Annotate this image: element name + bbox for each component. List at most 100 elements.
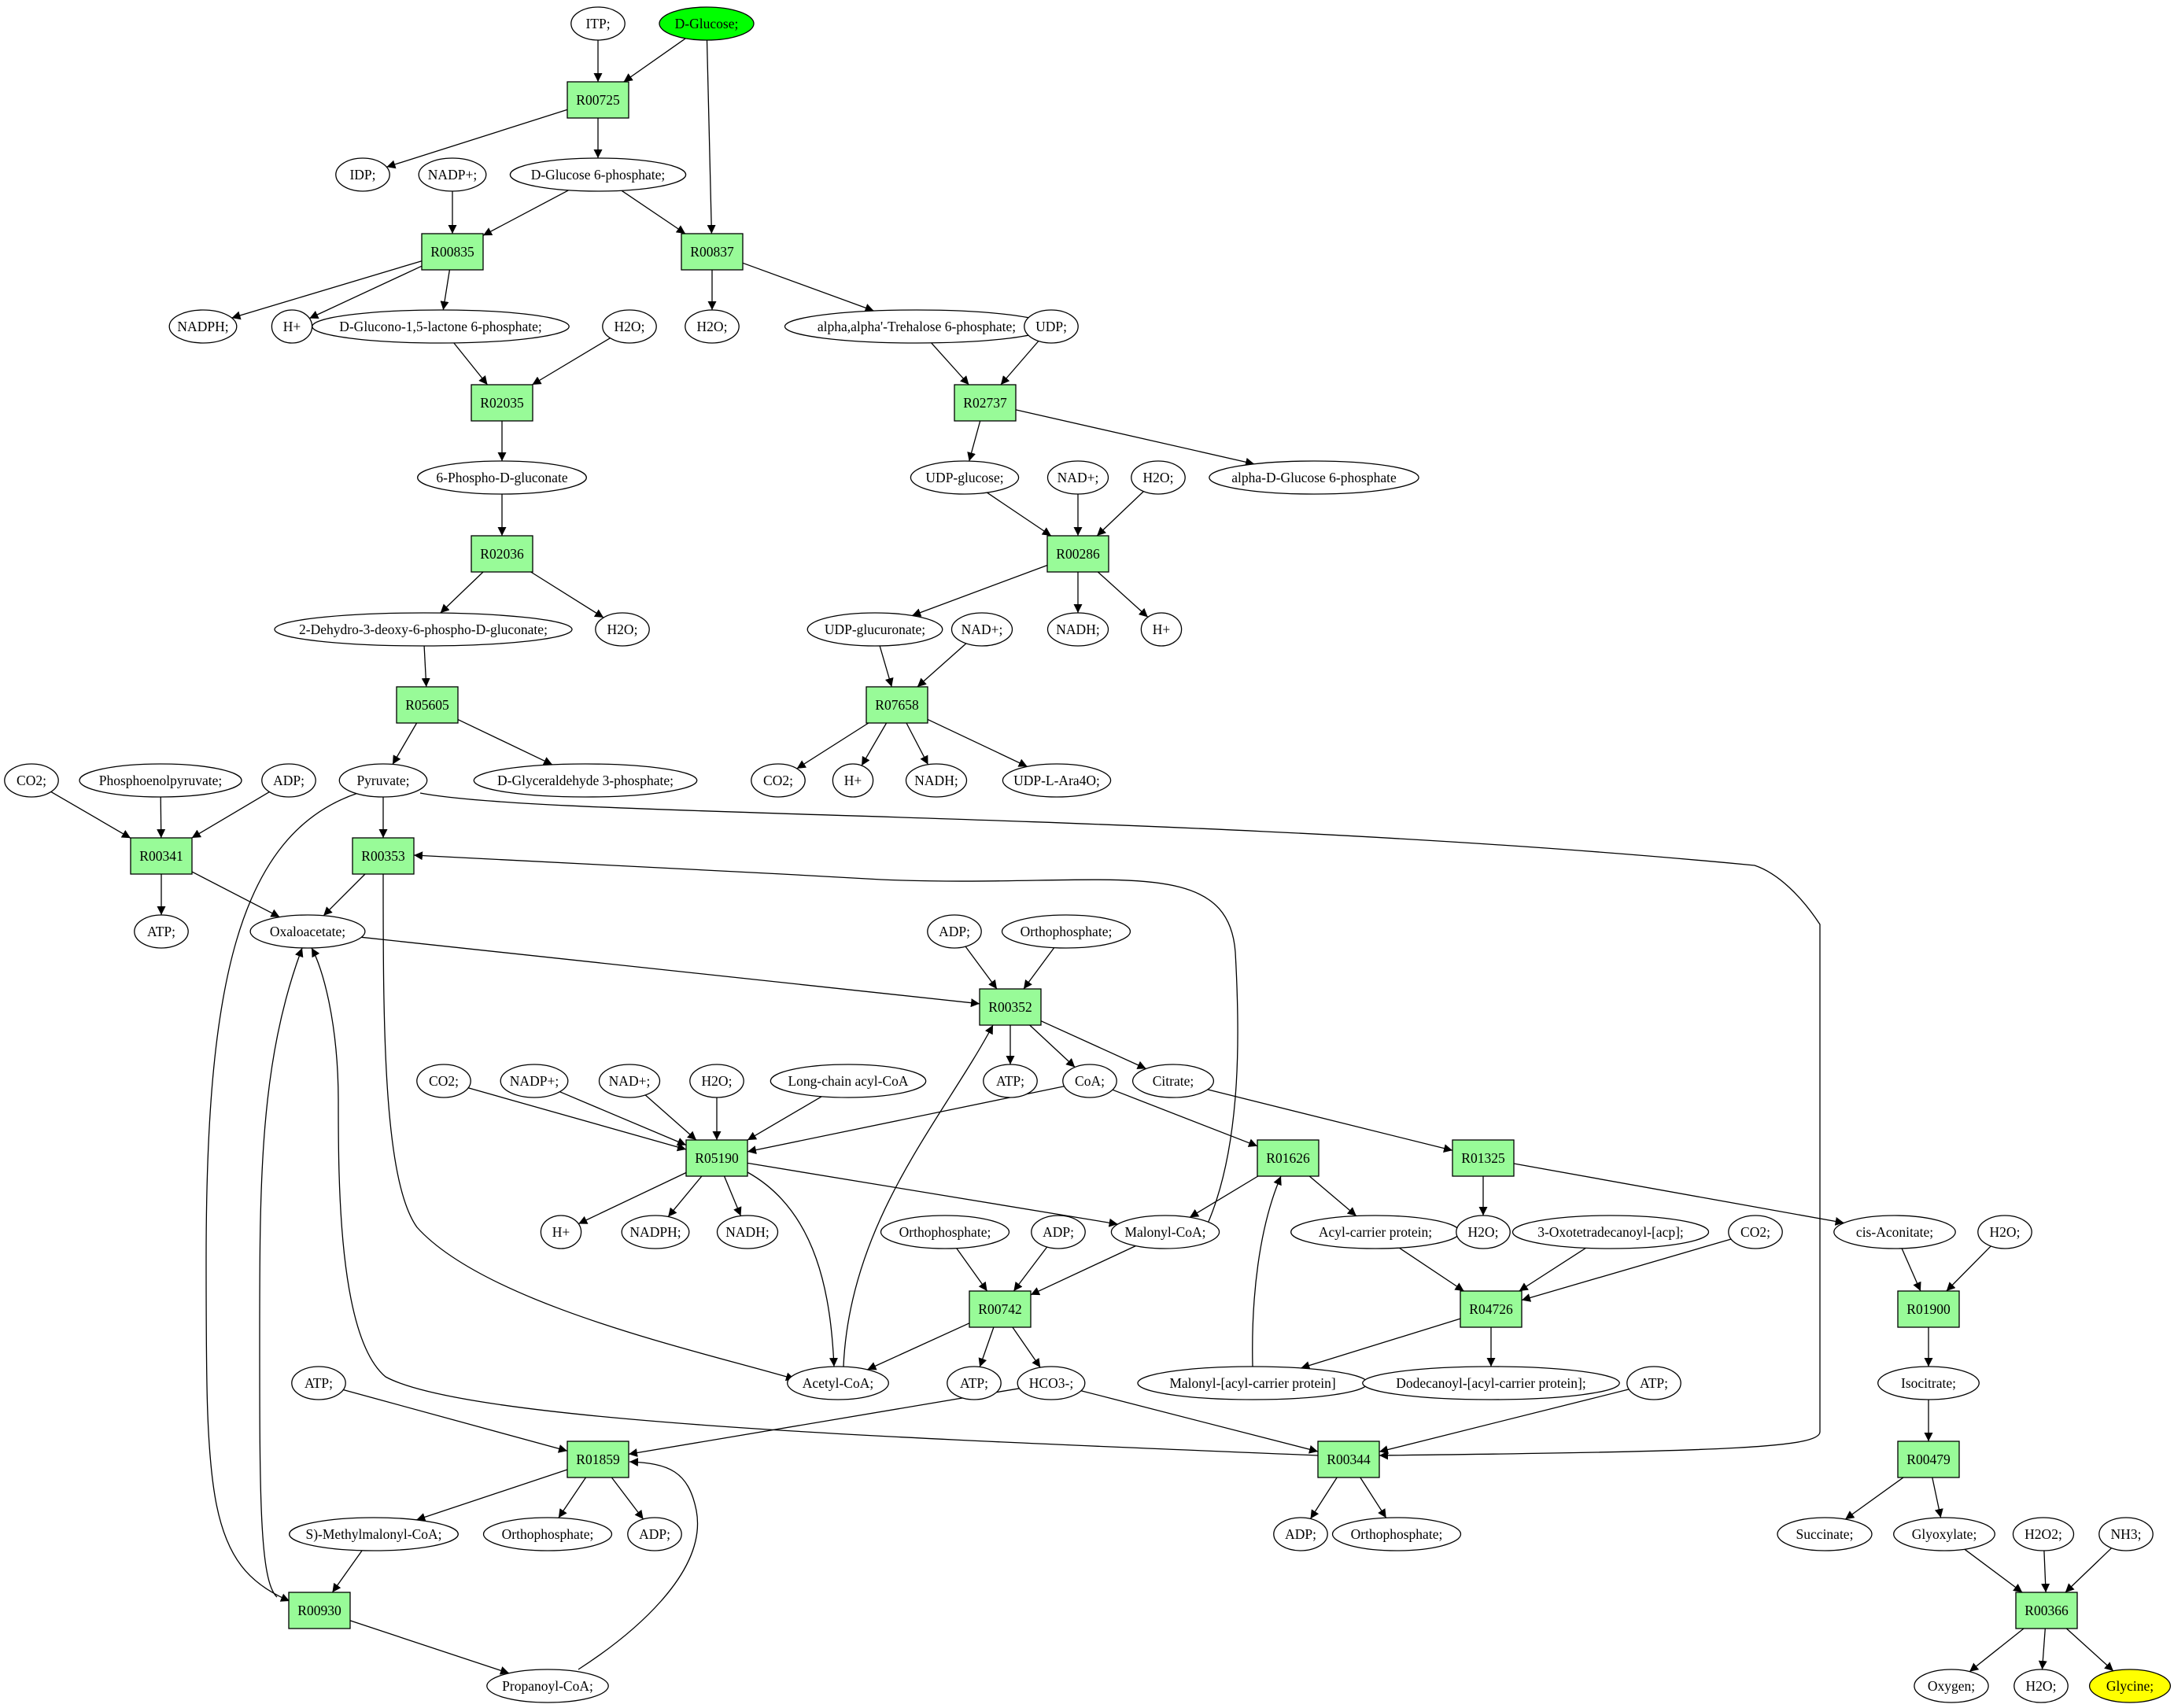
metabolite-node-itp[interactable]: ITP; xyxy=(570,6,626,41)
metabolite-node-acetylcoa[interactable]: Acetyl-CoA; xyxy=(787,1366,889,1400)
metabolite-node-oxotetra[interactable]: 3-Oxotetradecanoyl-[acp]; xyxy=(1511,1215,1710,1249)
metabolite-node-pi-b[interactable]: Orthophosphate; xyxy=(880,1215,1010,1249)
metabolite-node-trehalose6p[interactable]: alpha,alpha'-Trehalose 6-phosphate; xyxy=(784,309,1050,344)
metabolite-node-h-b[interactable]: H+ xyxy=(1140,612,1183,647)
metabolite-node-malonylcoa[interactable]: Malonyl-CoA; xyxy=(1110,1215,1220,1249)
metabolite-node-ag6p[interactable]: alpha-D-Glucose 6-phosphate xyxy=(1209,460,1419,495)
metabolite-node-atp-a[interactable]: ATP; xyxy=(134,914,189,949)
metabolite-node-adp-b[interactable]: ADP; xyxy=(927,914,982,949)
metabolite-node-h-d[interactable]: H+ xyxy=(540,1215,582,1249)
metabolite-node-nad-a[interactable]: NAD+; xyxy=(1046,460,1109,495)
metabolite-node-atp-d[interactable]: ATP; xyxy=(947,1366,1002,1400)
metabolite-node-h2o-b[interactable]: H2O; xyxy=(685,309,740,344)
metabolite-node-nadph-b[interactable]: NADPH; xyxy=(621,1215,690,1249)
metabolite-node-oxaloacetate[interactable]: Oxaloacetate; xyxy=(249,914,366,949)
metabolite-node-co2-b[interactable]: CO2; xyxy=(751,763,806,798)
metabolite-node-g3p[interactable]: D-Glyceraldehyde 3-phosphate; xyxy=(473,763,698,798)
metabolite-node-acp[interactable]: Acyl-carrier protein; xyxy=(1290,1215,1460,1249)
metabolite-node-h-a[interactable]: H+ xyxy=(271,309,313,344)
reaction-node-r04726[interactable]: R04726 xyxy=(1460,1290,1523,1328)
metabolite-node-h2o-f[interactable]: H2O; xyxy=(1456,1215,1511,1249)
metabolite-node-h2o-e[interactable]: H2O; xyxy=(689,1064,744,1098)
metabolite-node-co2-a[interactable]: CO2; xyxy=(4,763,59,798)
metabolite-node-adp-c[interactable]: ADP; xyxy=(1031,1215,1086,1249)
metabolite-node-citrate[interactable]: Citrate; xyxy=(1131,1064,1215,1098)
reaction-node-r00353[interactable]: R00353 xyxy=(352,837,415,875)
metabolite-node-methylmalonyl[interactable]: S)-Methylmalonyl-CoA; xyxy=(289,1517,459,1551)
metabolite-node-nadh-c[interactable]: NADH; xyxy=(716,1215,779,1249)
metabolite-node-cisaconitate[interactable]: cis-Aconitate; xyxy=(1833,1215,1956,1249)
metabolite-node-glyoxylate[interactable]: Glyoxylate; xyxy=(1893,1517,1995,1551)
metabolite-node-lcacoa[interactable]: Long-chain acyl-CoA xyxy=(770,1064,927,1098)
metabolite-node-h-c[interactable]: H+ xyxy=(832,763,874,798)
metabolite-node-pi-c[interactable]: Orthophosphate; xyxy=(482,1517,613,1551)
metabolite-node-h2o-h[interactable]: H2O; xyxy=(2013,1669,2069,1703)
metabolite-node-coa[interactable]: CoA; xyxy=(1062,1064,1117,1098)
metabolite-node-glycine[interactable]: Glycine; xyxy=(2088,1669,2172,1703)
metabolite-node-adp-a[interactable]: ADP; xyxy=(261,763,316,798)
reaction-node-r05605[interactable]: R05605 xyxy=(396,686,459,724)
metabolite-node-glucono[interactable]: D-Glucono-1,5-lactone 6-phosphate; xyxy=(312,309,570,344)
metabolite-node-h2o-c[interactable]: H2O; xyxy=(1131,460,1186,495)
reaction-node-r02035[interactable]: R02035 xyxy=(471,384,533,422)
reaction-node-r00366[interactable]: R00366 xyxy=(2015,1592,2078,1629)
metabolite-node-pyruvate[interactable]: Pyruvate; xyxy=(338,763,428,798)
metabolite-node-h2o2[interactable]: H2O2; xyxy=(2012,1517,2075,1551)
reaction-node-r07658[interactable]: R07658 xyxy=(866,686,928,724)
metabolite-node-udpglucose[interactable]: UDP-glucose; xyxy=(910,460,1020,495)
metabolite-node-atp-e[interactable]: ATP; xyxy=(1626,1366,1681,1400)
metabolite-node-malonylacp[interactable]: Malonyl-[acyl-carrier protein] xyxy=(1137,1366,1368,1400)
reaction-node-r02737[interactable]: R02737 xyxy=(954,384,1017,422)
reaction-node-r00286[interactable]: R00286 xyxy=(1046,535,1109,573)
metabolite-node-nadp-a[interactable]: NADP+; xyxy=(418,157,487,192)
reaction-node-r00341[interactable]: R00341 xyxy=(130,837,193,875)
metabolite-node-nad-c[interactable]: NAD+; xyxy=(598,1064,661,1098)
metabolite-node-udp[interactable]: UDP; xyxy=(1024,309,1079,344)
metabolite-node-isocitrate[interactable]: Isocitrate; xyxy=(1877,1366,1980,1400)
metabolite-node-nad-b[interactable]: NAD+; xyxy=(950,612,1013,647)
metabolite-node-udpara[interactable]: UDP-L-Ara4O; xyxy=(1002,763,1112,798)
metabolite-node-pep[interactable]: Phosphoenolpyruvate; xyxy=(79,763,242,798)
metabolite-node-pi-a[interactable]: Orthophosphate; xyxy=(1001,914,1131,949)
metabolite-node-hco3[interactable]: HCO3-; xyxy=(1017,1366,1086,1400)
metabolite-node-nadh-b[interactable]: NADH; xyxy=(905,763,968,798)
reaction-node-r00344[interactable]: R00344 xyxy=(1317,1441,1380,1478)
metabolite-node-nh3[interactable]: NH3; xyxy=(2098,1517,2154,1551)
metabolite-node-udpglcua[interactable]: UDP-glucuronate; xyxy=(806,612,943,647)
metabolite-node-succinate[interactable]: Succinate; xyxy=(1777,1517,1873,1551)
metabolite-node-g6p[interactable]: D-Glucose 6-phosphate; xyxy=(509,157,687,192)
reaction-node-r05190[interactable]: R05190 xyxy=(685,1139,748,1177)
metabolite-node-atp-b[interactable]: ATP; xyxy=(983,1064,1038,1098)
metabolite-node-nadp-b[interactable]: NADP+; xyxy=(500,1064,569,1098)
reaction-node-r00352[interactable]: R00352 xyxy=(979,988,1042,1026)
metabolite-node-propanoylcoa[interactable]: Propanoyl-CoA; xyxy=(486,1669,609,1703)
metabolite-node-h2o-d[interactable]: H2O; xyxy=(595,612,650,647)
metabolite-node-co2-c[interactable]: CO2; xyxy=(416,1064,471,1098)
reaction-node-r00930[interactable]: R00930 xyxy=(288,1592,351,1629)
reaction-node-r00835[interactable]: R00835 xyxy=(421,233,484,271)
metabolite-node-idp[interactable]: IDP; xyxy=(335,157,390,192)
metabolite-node-pgluconate[interactable]: 6-Phospho-D-gluconate xyxy=(417,460,587,495)
metabolite-node-co2-d[interactable]: CO2; xyxy=(1728,1215,1783,1249)
metabolite-node-dodecanoylacp[interactable]: Dodecanoyl-[acyl-carrier protein]; xyxy=(1362,1366,1620,1400)
metabolite-node-nadph-a[interactable]: NADPH; xyxy=(168,309,238,344)
reaction-node-r00837[interactable]: R00837 xyxy=(681,233,744,271)
metabolite-node-kdpg[interactable]: 2-Dehydro-3-deoxy-6-phospho-D-gluconate; xyxy=(274,612,573,647)
reaction-node-r02036[interactable]: R02036 xyxy=(471,535,533,573)
metabolite-node-dglucose[interactable]: D-Glucose; xyxy=(659,6,755,41)
metabolite-node-pi-d[interactable]: Orthophosphate; xyxy=(1331,1517,1462,1551)
metabolite-node-atp-c[interactable]: ATP; xyxy=(291,1366,346,1400)
reaction-node-r01859[interactable]: R01859 xyxy=(567,1441,629,1478)
metabolite-node-nadh-a[interactable]: NADH; xyxy=(1046,612,1109,647)
reaction-node-r00479[interactable]: R00479 xyxy=(1897,1441,1960,1478)
metabolite-node-h2o-g[interactable]: H2O; xyxy=(1977,1215,2032,1249)
metabolite-node-adp-d[interactable]: ADP; xyxy=(627,1517,682,1551)
reaction-node-r01900[interactable]: R01900 xyxy=(1897,1290,1960,1328)
reaction-node-r01626[interactable]: R01626 xyxy=(1257,1139,1320,1177)
metabolite-node-h2o-a[interactable]: H2O; xyxy=(602,309,657,344)
reaction-node-r00742[interactable]: R00742 xyxy=(969,1290,1032,1328)
metabolite-node-adp-e[interactable]: ADP; xyxy=(1273,1517,1328,1551)
reaction-node-r01325[interactable]: R01325 xyxy=(1452,1139,1515,1177)
reaction-node-r00725[interactable]: R00725 xyxy=(567,81,629,119)
metabolite-node-oxygen[interactable]: Oxygen; xyxy=(1914,1669,1989,1703)
